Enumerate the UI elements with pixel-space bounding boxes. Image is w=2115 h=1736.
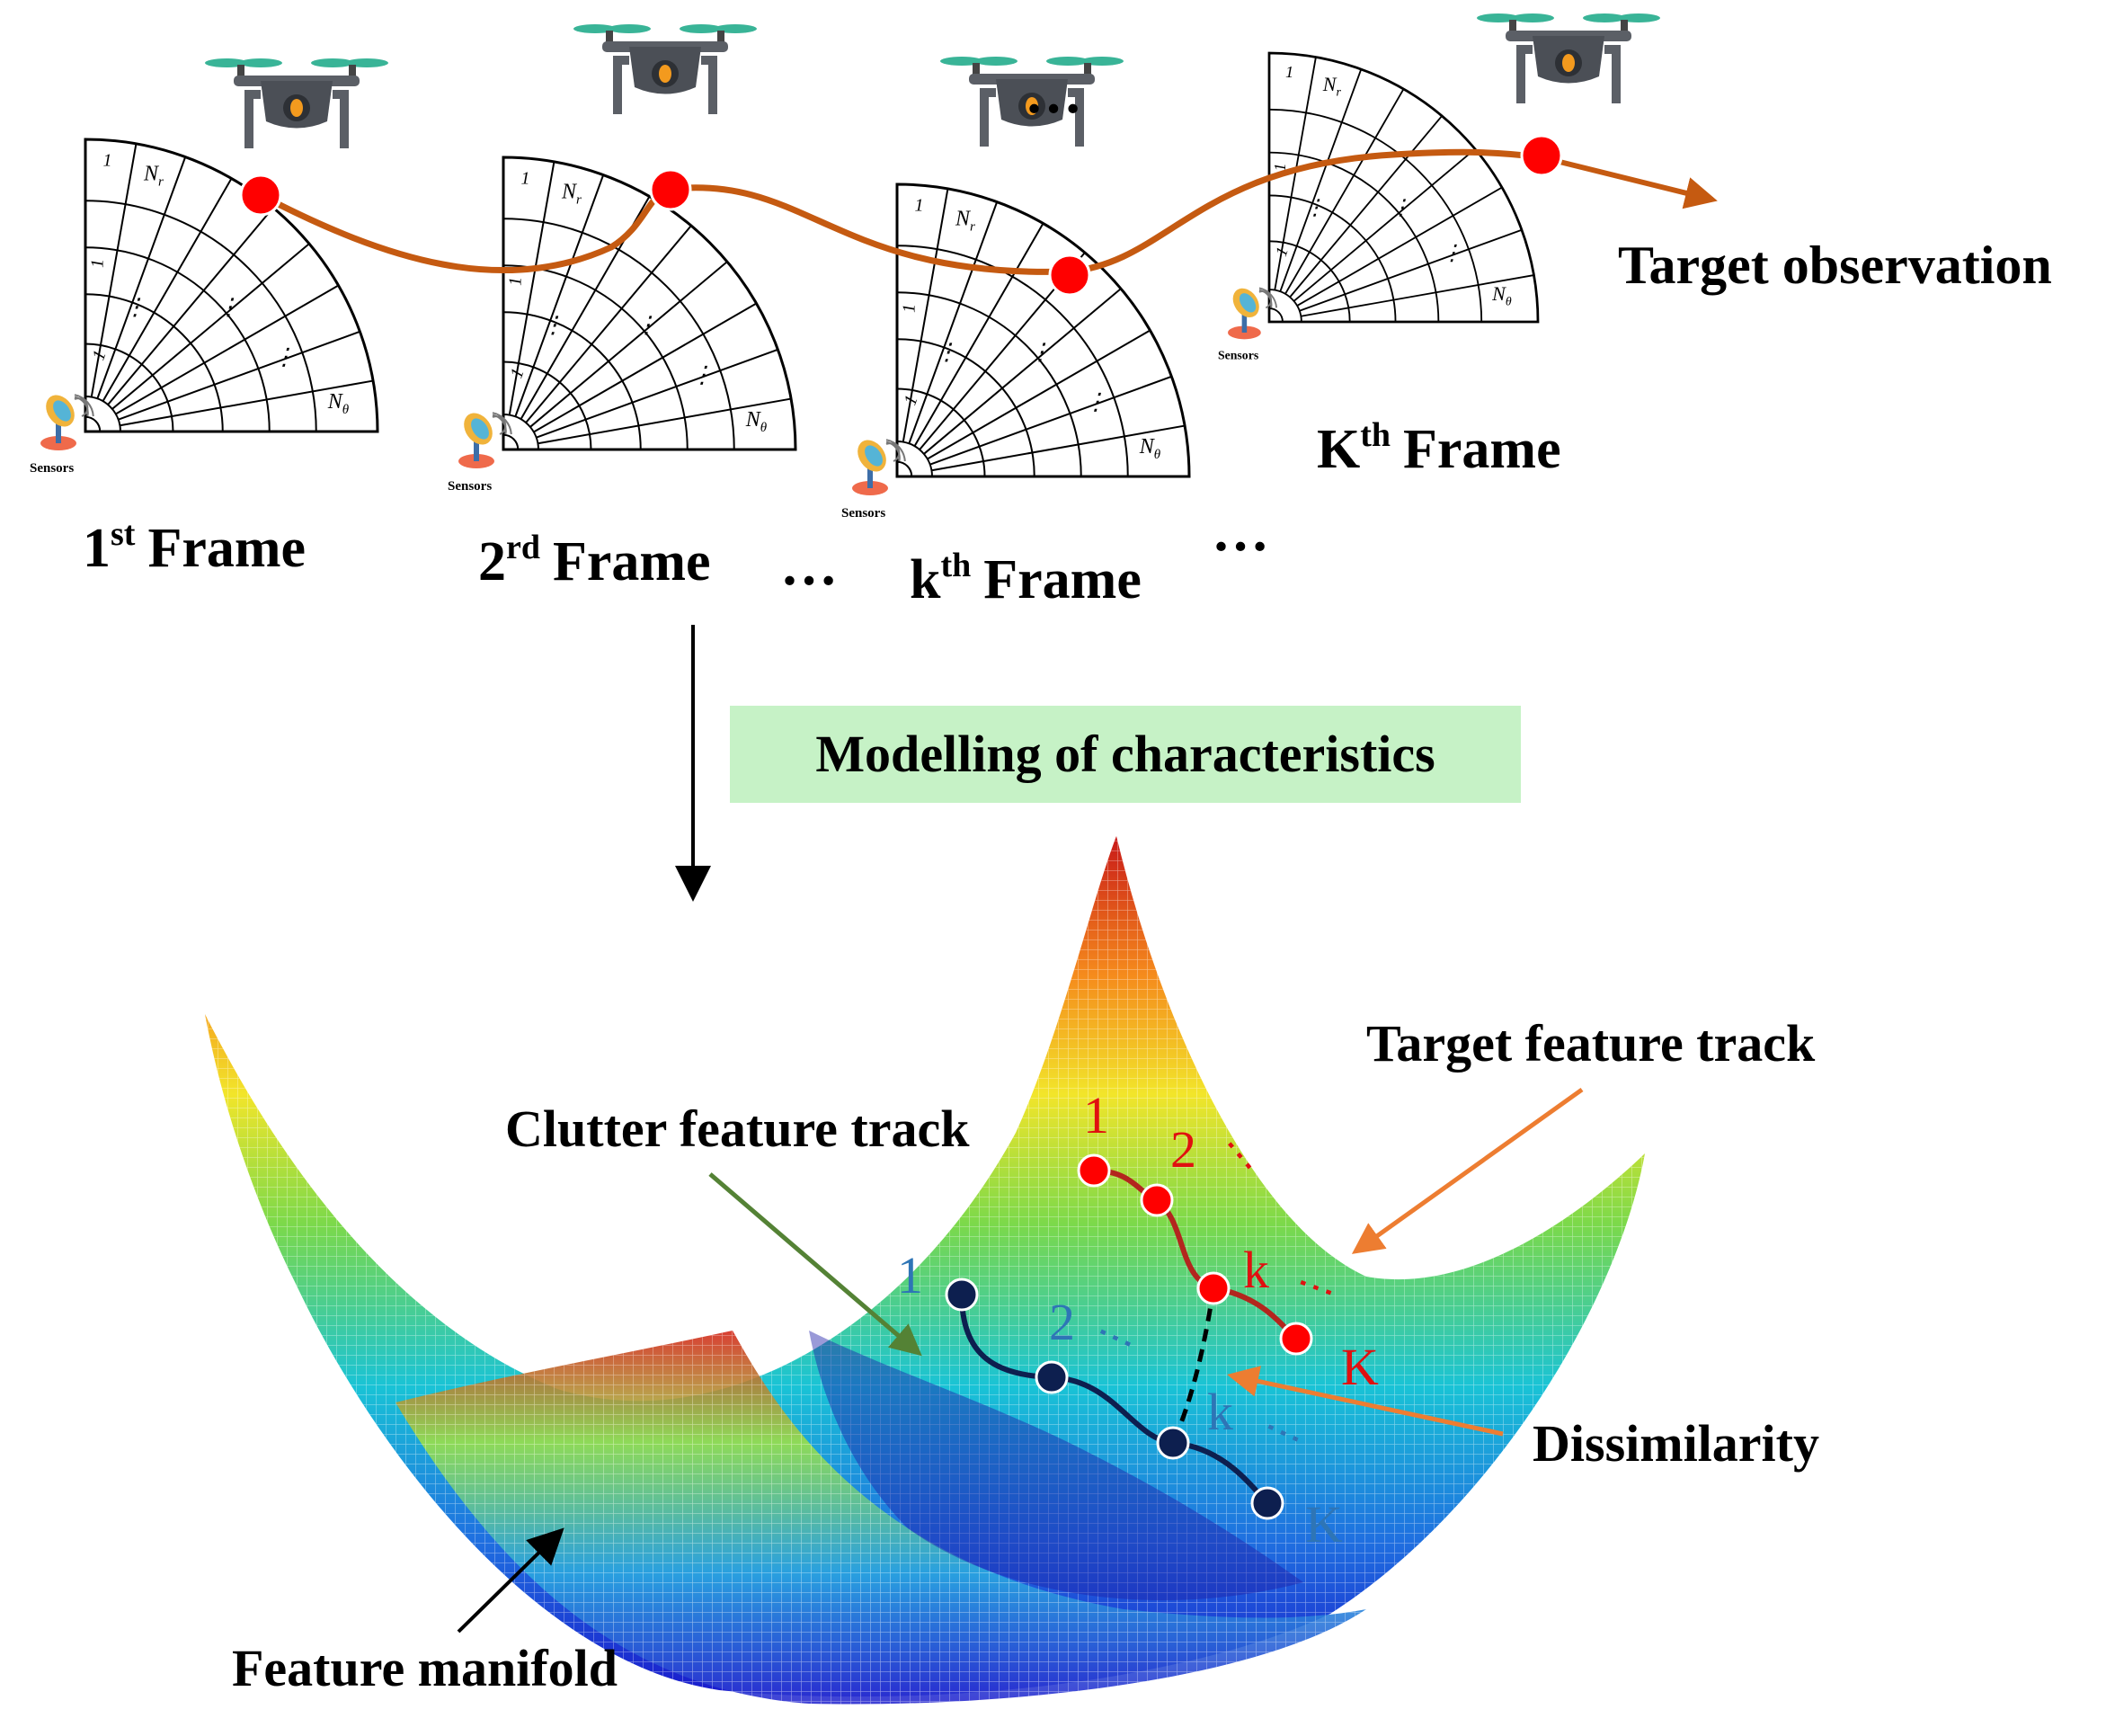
clutter-label-k: k xyxy=(1207,1383,1233,1441)
grid-label: 1 xyxy=(915,195,924,215)
grid-label: ⋮ xyxy=(272,343,296,369)
clutter-label-2: 2 xyxy=(1049,1293,1075,1351)
grid-label: ⋮ xyxy=(217,294,240,320)
drone-icon xyxy=(573,24,757,114)
target-label-2: 2 xyxy=(1170,1120,1196,1179)
clutter-feature-track-label: Clutter feature track xyxy=(505,1099,970,1158)
drone-icon xyxy=(940,57,1124,147)
grid-label: ⋮ xyxy=(635,312,658,338)
grid-label: ⋮ xyxy=(541,312,564,338)
grid-label: 1 xyxy=(88,259,108,268)
dissimilarity-line xyxy=(1170,1287,1216,1445)
ellipsis-mid-left: … xyxy=(780,533,838,597)
grid-label: ⋮ xyxy=(690,361,714,387)
clutter-label-1: 1 xyxy=(897,1246,923,1304)
target-feature-track-label: Target feature track xyxy=(1366,1014,1816,1073)
target-label-K: K xyxy=(1341,1338,1379,1396)
sensors-label: Sensors xyxy=(841,506,885,521)
feature-manifold-pointer xyxy=(457,1527,564,1634)
ellipsis-top: … xyxy=(1025,61,1082,125)
grid-label: ⋮ xyxy=(1441,242,1462,265)
target-dot xyxy=(1520,134,1563,177)
drone-icon xyxy=(1477,13,1660,103)
grid-label: ⋮ xyxy=(935,339,958,365)
feature-manifold-label: Feature manifold xyxy=(232,1639,618,1697)
target-dot xyxy=(649,168,692,211)
grid-label: 1 xyxy=(900,304,920,313)
clutter-point-1 xyxy=(945,1278,979,1312)
grid-label: ⋮ xyxy=(1304,196,1326,219)
grid-label: ⋮ xyxy=(123,294,147,320)
clutter-point-2 xyxy=(1035,1360,1069,1394)
trajectory-arrow xyxy=(1541,155,1718,209)
clutter-point-k xyxy=(1156,1426,1190,1460)
ellipsis-mid-right: … xyxy=(1212,499,1269,563)
feature-manifold-surface xyxy=(205,836,1645,1705)
target-observation-label: Target observation xyxy=(1618,236,2052,295)
dissimilarity-pointer xyxy=(1227,1366,1504,1437)
clutter-point-K xyxy=(1250,1486,1284,1520)
sensor-icon: Sensors xyxy=(448,412,512,494)
sensor-icon: Sensors xyxy=(1218,287,1278,361)
target-feature-track xyxy=(1093,1168,1297,1340)
grid-label: 1 xyxy=(103,150,112,170)
dissimilarity-label: Dissimilarity xyxy=(1533,1414,1819,1473)
grid-label: 1 xyxy=(1285,63,1293,81)
target-dot xyxy=(1048,254,1091,297)
grid-label: 1 xyxy=(1271,163,1289,171)
sensors-label: Sensors xyxy=(30,461,74,476)
target-point-1 xyxy=(1077,1153,1111,1188)
clutter-track-pointer xyxy=(708,1172,922,1357)
sensor-icon: Sensors xyxy=(841,439,906,521)
grid-label: 1 xyxy=(506,277,526,286)
sensors-label: Sensors xyxy=(1218,348,1259,361)
grid-label: ⋮ xyxy=(1028,339,1052,365)
target-point-2 xyxy=(1140,1183,1174,1217)
target-dot xyxy=(239,174,282,217)
modelling-box xyxy=(730,706,1521,803)
grid-label: ⋮ xyxy=(1084,388,1107,414)
sensors-label: Sensors xyxy=(448,479,492,494)
modelling-box-label: Modelling of characteristics xyxy=(815,725,1435,783)
target-trajectory xyxy=(259,148,1542,275)
grid-label: 1 xyxy=(521,168,530,188)
clutter-feature-track xyxy=(959,1294,1270,1506)
target-point-K xyxy=(1279,1322,1313,1356)
drones-layer xyxy=(205,13,1660,148)
target-label-k: k xyxy=(1243,1241,1269,1299)
target-track-pointer xyxy=(1351,1087,1584,1254)
target-point-k xyxy=(1196,1271,1231,1305)
grid-label: ⋮ xyxy=(1391,196,1412,219)
drone-icon xyxy=(205,58,388,148)
frames-layer: 1Nr1Nθ⋮⋮⋮1Sensors1Nr1Nθ⋮⋮⋮1Sensors1Nr1Nθ… xyxy=(30,51,1540,521)
clutter-label-K: K xyxy=(1305,1495,1343,1553)
target-label-1: 1 xyxy=(1083,1086,1109,1144)
sensor-icon: Sensors xyxy=(30,394,94,476)
